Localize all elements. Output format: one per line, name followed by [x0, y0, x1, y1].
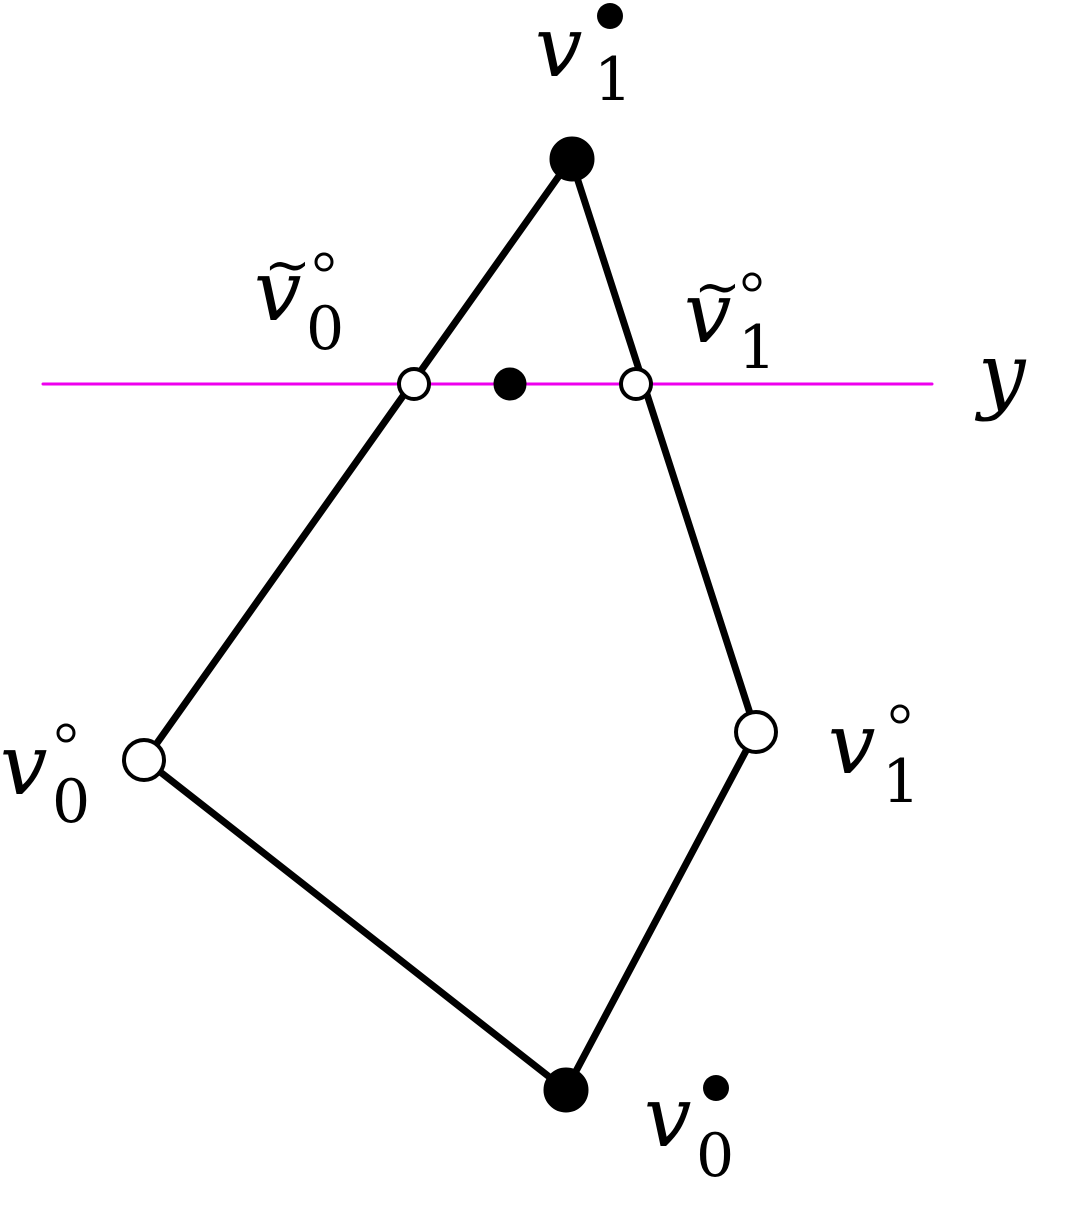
- label-v1-right-open-mark: [890, 704, 910, 724]
- label-v0-left-sub: 0: [52, 767, 90, 837]
- label-v1-top-sub: 1: [594, 45, 632, 115]
- label-v1-top: v 1: [535, 0, 632, 115]
- level-line-label: y: [974, 325, 1027, 423]
- label-v0-left-base: v: [0, 716, 47, 814]
- label-v0-tilde-sub: 0: [306, 294, 344, 364]
- label-v0-left-open-mark: [56, 723, 76, 743]
- label-v0-bottom: v 0: [644, 1068, 734, 1191]
- midpoint-marker: [493, 367, 527, 401]
- label-v1-top-base: v: [535, 0, 582, 96]
- label-v1-right-base: v: [828, 695, 875, 793]
- vertex-v1-tilde: [619, 367, 653, 401]
- label-v0-bottom-sub: 0: [696, 1121, 734, 1191]
- label-v0-bottom-filled-mark: [703, 1075, 729, 1101]
- label-v0-tilde: ~ v 0: [254, 233, 344, 364]
- vertex-v0-tilde: [397, 367, 431, 401]
- label-v0-bottom-base: v: [644, 1068, 691, 1166]
- edge-v1right-v0bottom: [562, 728, 760, 1094]
- label-v1-tilde-mark: ~: [694, 255, 741, 320]
- label-v1-tilde-base: v: [684, 264, 731, 362]
- label-v1-tilde: ~ v 1: [684, 255, 776, 383]
- label-v1-top-filled-mark: [597, 3, 623, 29]
- label-v0-tilde-open-mark: [314, 252, 334, 272]
- vertex-v1-right: [734, 710, 778, 754]
- label-v1-right-sub: 1: [882, 747, 920, 817]
- vertex-v0-bottom: [543, 1067, 589, 1113]
- label-v0-tilde-mark: ~: [264, 233, 311, 298]
- edge-v0left-v0bottom: [141, 756, 570, 1094]
- vertex-v1-top: [549, 136, 595, 182]
- label-v0-tilde-base: v: [254, 242, 301, 340]
- label-v1-tilde-sub: 1: [738, 313, 776, 383]
- label-v0-left: v 0: [0, 716, 90, 837]
- edge-v1top-v0left: [141, 155, 575, 764]
- label-v1-right: v 1: [828, 695, 920, 817]
- edge-v1top-v1right: [567, 155, 760, 736]
- vertex-v0-left: [122, 738, 166, 782]
- label-v1-tilde-open-mark: [742, 272, 762, 292]
